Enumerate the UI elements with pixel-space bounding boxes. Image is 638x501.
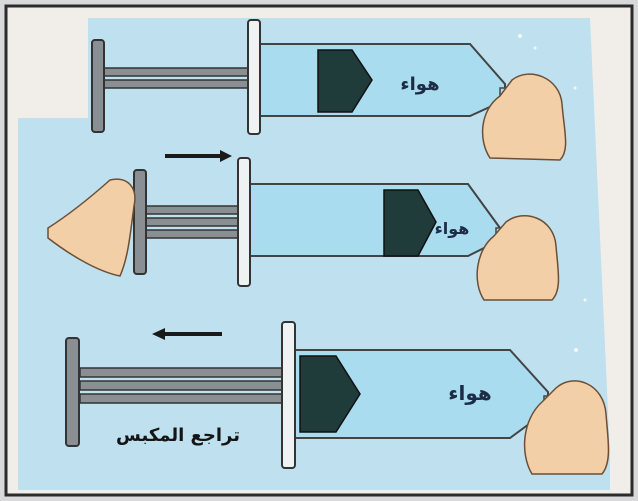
- barrel-flange: [238, 158, 250, 286]
- air-label: هواء: [400, 74, 439, 95]
- plunger-cap: [92, 40, 104, 132]
- caption-plunger-retreat: تراجع المكبس: [116, 425, 240, 446]
- barrel-flange: [248, 20, 260, 134]
- plunger-rod: [80, 381, 292, 390]
- barrel-flange: [282, 322, 295, 468]
- syringe-barrel: [258, 44, 505, 116]
- plunger-cap: [134, 170, 146, 274]
- plunger-rod: [80, 368, 292, 377]
- air-label: هواء: [448, 381, 492, 405]
- air-label: هواء: [435, 219, 470, 238]
- plunger-cap: [66, 338, 79, 446]
- page-corner: [18, 18, 88, 118]
- plunger-rod: [80, 394, 292, 403]
